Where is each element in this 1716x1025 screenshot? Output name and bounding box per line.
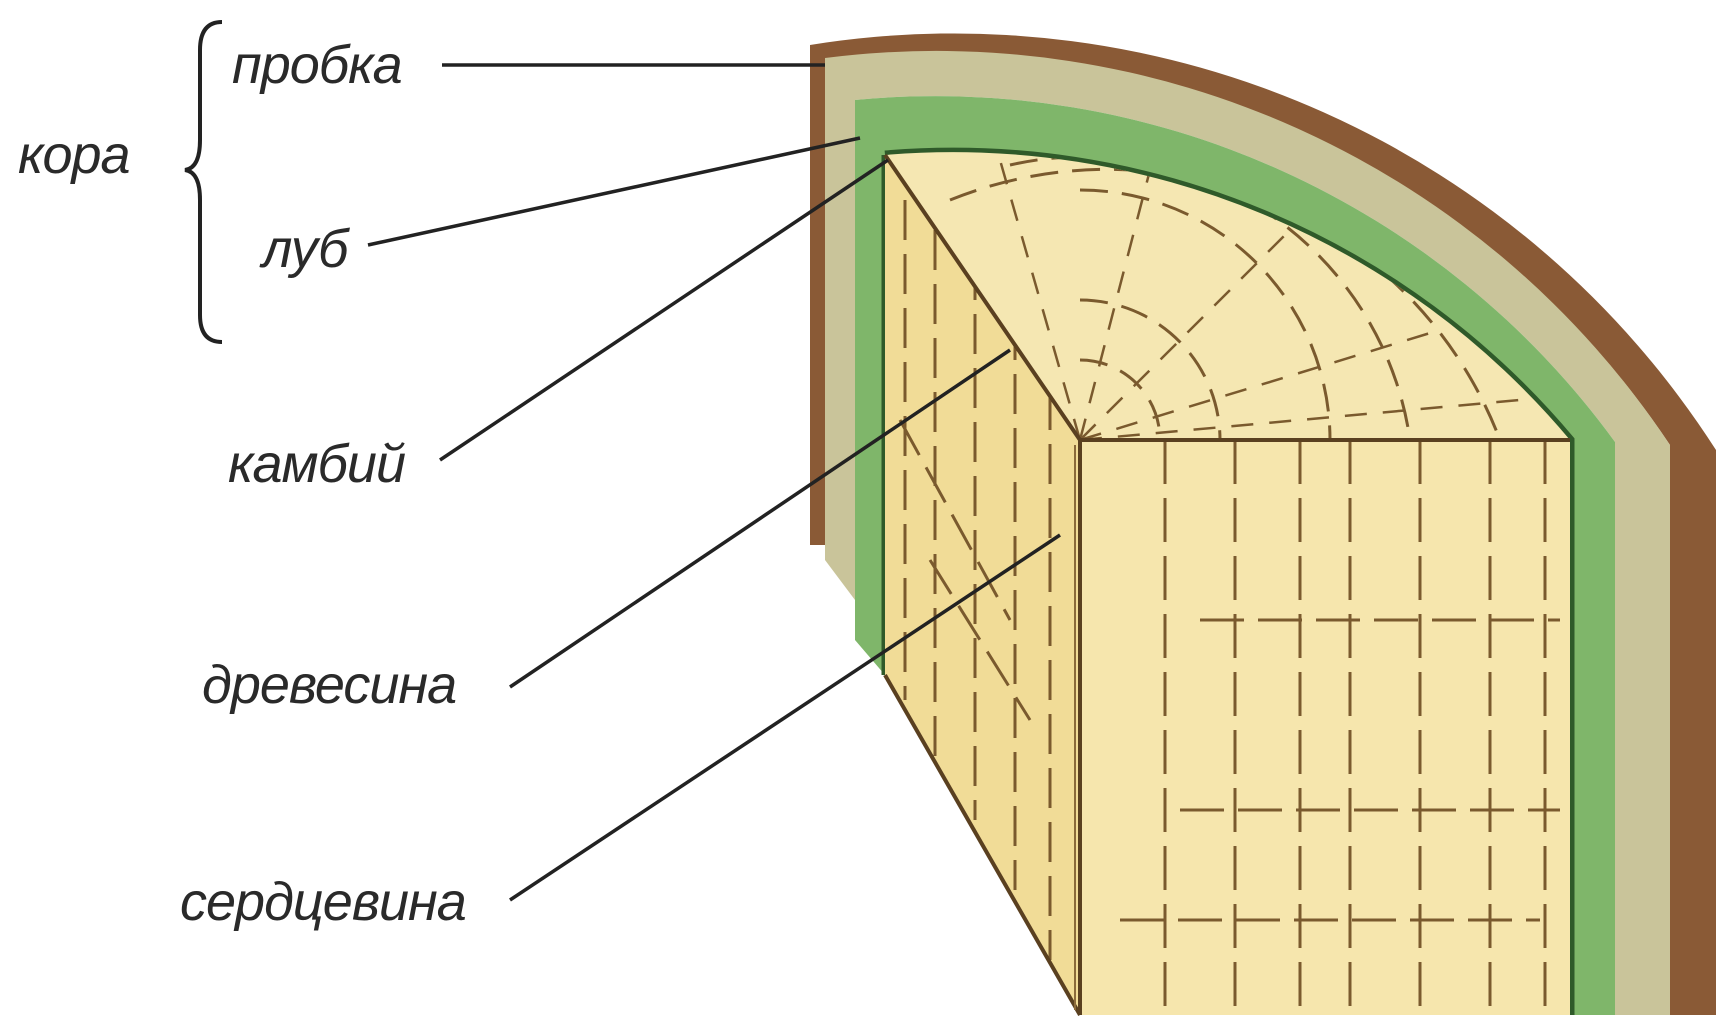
bast-label: луб	[262, 222, 347, 276]
cork-label: пробка	[232, 38, 402, 92]
cambium-label: камбий	[228, 437, 405, 491]
wood-front-face	[1080, 440, 1570, 1015]
pith-label: сердцевина	[180, 875, 466, 929]
bark-group-brace	[185, 22, 222, 342]
bark-group-label: кора	[18, 128, 130, 182]
wood-label: древесина	[202, 658, 456, 712]
